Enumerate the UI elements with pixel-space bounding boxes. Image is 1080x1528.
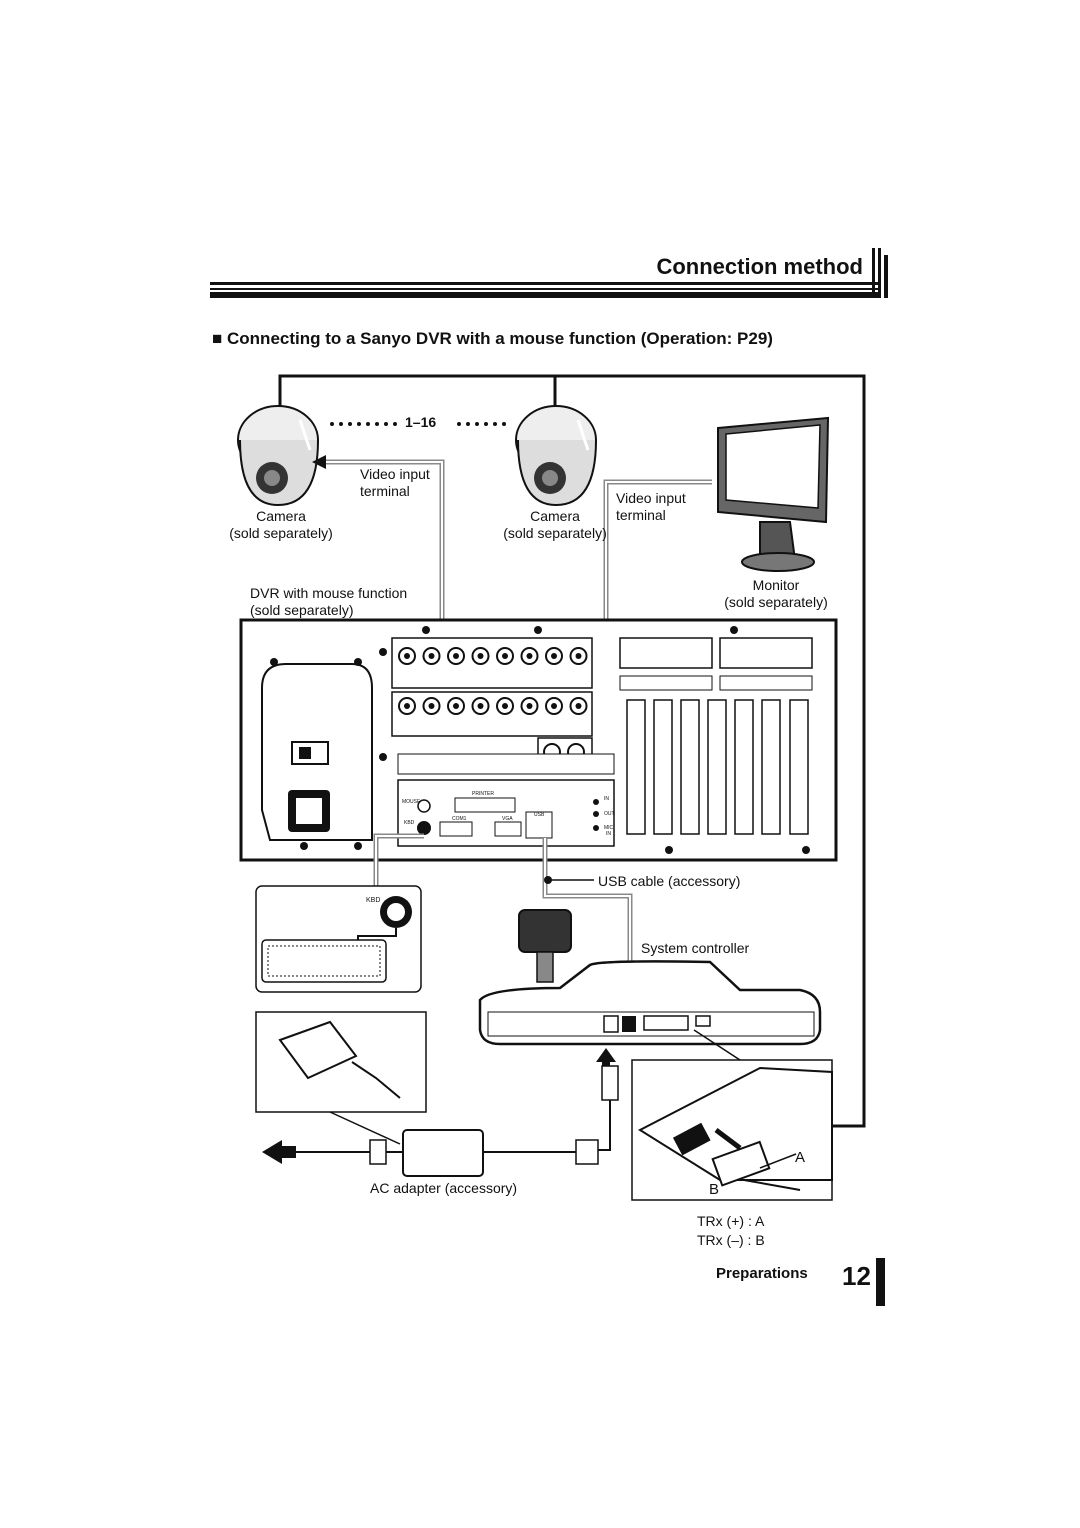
camera-range-dots: [330, 422, 506, 426]
camera-left-icon: [237, 405, 319, 507]
bnc-pin: [404, 653, 410, 659]
page-number: 12: [842, 1261, 871, 1291]
vga-port-label: VGA: [502, 816, 513, 822]
section-title: ■ Connecting to a Sanyo DVR with a mouse…: [212, 329, 773, 349]
bnc-pin: [526, 703, 533, 709]
bnc-pin: [428, 703, 435, 709]
bnc-pin: [575, 653, 582, 659]
trx-plus-label: TRx (+) : A: [697, 1213, 765, 1229]
mic-label: MIC: [604, 825, 614, 831]
bnc-pin: [477, 703, 484, 709]
audio-in-label: IN: [604, 796, 609, 802]
camera-right-line1: Camera: [530, 508, 580, 524]
camera-left-line2: (sold separately): [229, 525, 333, 541]
monitor-line1: Monitor: [752, 577, 800, 593]
dvr-label: DVR with mouse function (sold separately…: [250, 585, 407, 619]
camera-range-label: 1–16: [405, 414, 437, 430]
camera-right-icon: [515, 405, 597, 507]
keyboard-icon: [255, 885, 422, 993]
terminal-a-label: A: [795, 1149, 806, 1166]
arrow-icon: [312, 455, 326, 469]
footer-section-label: Preparations: [716, 1265, 808, 1282]
monitor-label: Monitor (sold separately): [716, 577, 836, 611]
mouse-port-label: MOUSE: [402, 799, 421, 805]
monitor-line2: (sold separately): [724, 594, 828, 610]
dvr-line1: DVR with mouse function: [250, 585, 408, 601]
com1-port-label: COM1: [452, 816, 467, 822]
bnc-pin: [502, 653, 508, 659]
ac-adapter-icon: [262, 1129, 599, 1177]
system-controller-icon: [478, 909, 822, 1046]
video-input-dvr-label: Video input terminal: [360, 466, 430, 500]
terminal-inset: [631, 1059, 833, 1201]
trx-minus-label: TRx (–) : B: [697, 1232, 765, 1248]
audio-out-label: OUT: [604, 811, 615, 817]
camera-left-line1: Camera: [256, 508, 306, 524]
alarm-terminal-blocks: [619, 637, 813, 691]
bnc-pin: [428, 653, 435, 659]
bnc-pin: [404, 703, 410, 709]
section-title-text: Connecting to a Sanyo DVR with a mouse f…: [227, 329, 773, 348]
usb-cable-label: USB cable (accessory): [598, 873, 741, 889]
bnc-pin: [551, 703, 557, 709]
kbd-port-label: KBD: [404, 820, 415, 826]
monitor-icon: [717, 416, 830, 572]
bnc-pin: [453, 703, 459, 709]
expansion-slots: [626, 699, 809, 835]
bnc-pin: [551, 653, 557, 659]
usb-port-label: USB: [534, 812, 545, 818]
video-input-dvr-line2: terminal: [360, 483, 410, 499]
ac-adapter-label: AC adapter (accessory): [370, 1180, 518, 1196]
video-input-monitor-line1: Video input: [616, 490, 686, 506]
bnc-connectors: [398, 647, 588, 761]
bnc-pin: [477, 653, 484, 659]
outlet-arrow-icon: [262, 1140, 282, 1164]
video-input-dvr-line1: Video input: [360, 466, 430, 482]
dvr-line2: (sold separately): [250, 602, 354, 618]
bnc-pin: [502, 703, 508, 709]
bnc-pin: [453, 653, 459, 659]
camera-left-label: Camera (sold separately): [226, 508, 336, 542]
bnc-pin: [575, 703, 582, 709]
ac-adapter-inset: [255, 1011, 427, 1113]
camera-right-line2: (sold separately): [503, 525, 607, 541]
bnc-pin: [526, 653, 533, 659]
printer-port-label: PRINTER: [472, 791, 494, 797]
terminal-b-label: B: [709, 1181, 720, 1198]
video-input-monitor-label: Video input terminal: [616, 490, 686, 524]
video-input-monitor-line2: terminal: [616, 507, 666, 523]
system-controller-label: System controller: [641, 940, 750, 956]
mic-in-label: IN: [606, 831, 611, 837]
section-bullet: ■: [212, 329, 223, 348]
camera-right-label: Camera (sold separately): [500, 508, 610, 542]
header-title: Connection method: [656, 254, 863, 279]
kbd-inset-label: KBD: [366, 897, 381, 904]
io-panel: [397, 753, 615, 847]
